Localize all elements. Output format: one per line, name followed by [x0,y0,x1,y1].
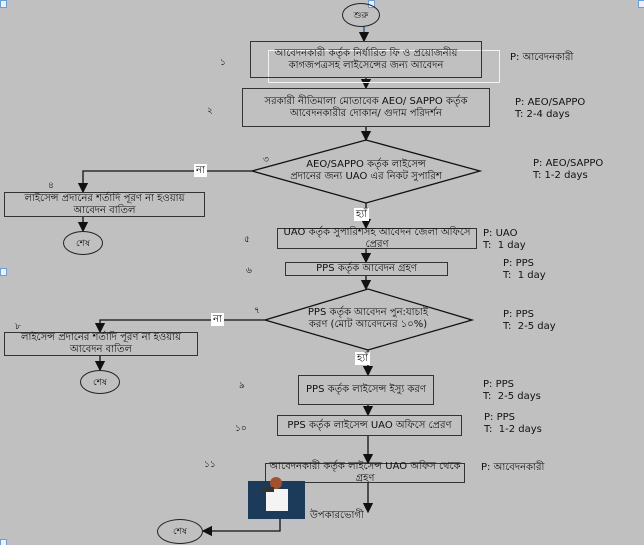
step-7-number: ৭ [254,306,260,316]
step-6-text: PPS কর্তৃক আবেদন গ্রহণ [316,263,417,274]
beneficiary-label: উপকারভোগী [310,510,364,521]
step-9-box: PPS কর্তৃক লাইসেন্স ইস্যু করণ [298,375,434,405]
step-4-text: লাইসেন্স প্রদানের শর্তাদি পূরণ না হওয়ায… [24,192,185,216]
step-11-number: ১১ [204,460,216,470]
end-label: শেষ [93,377,107,388]
step-4-number: ৪ [48,181,54,191]
step-2-number: ২ [207,106,213,116]
selection-handle[interactable] [638,0,644,8]
step-9-text: PPS কর্তৃক লাইসেন্স ইস্যু করণ [306,384,426,395]
step-10-person: P: PPS [484,412,515,423]
step-11-text: আবেদনকারী কর্তৃক লাইসেন্স UAO অফিস থেকে … [269,461,461,484]
step-7-decision: PPS কর্তৃক আবেদন পুন:যাচাই করণ (মোট আবেদ… [298,298,438,340]
step-5-box: UAO কর্তৃক সুপারিশসহ আবেদন জেলা অফিসে প্… [277,226,477,250]
step-1-box: আবেদনকারী কর্তৃক নির্ধারিত ফি ও প্রয়োজন… [250,41,482,78]
selection-handle[interactable] [0,268,7,276]
step-2-time: T: 2-4 days [515,109,570,120]
step-5-number: ৫ [244,235,250,245]
step-5-text: UAO কর্তৃক সুপারিশসহ আবেদন জেলা অফিসে প্… [283,226,471,250]
step-1-meta: P: আবেদনকারী [510,52,573,64]
end-label: শেষ [76,238,90,249]
yes-label: হ্যাঁ [355,352,371,365]
step-6-person: P: PPS [503,258,534,269]
step-10-text: PPS কর্তৃক লাইসেন্স UAO অফিসে প্রেরণ [287,419,452,431]
step-2-box: সরকারী নীতিমালা মোতাবেক AEO/ SAPPO কর্তৃ… [242,88,490,127]
no-label: না [194,164,207,177]
step-3-number: ৩ [263,155,269,165]
step-2-person: P: AEO/SAPPO [515,97,586,108]
step-9-number: ৯ [239,381,245,391]
step-5-person: P: UAO [483,228,518,239]
step-6-time: T: 1 day [503,270,546,281]
yes-label: হ্যাঁ [354,208,370,221]
no-label: না [211,313,224,326]
start-node: শুরু [342,3,380,27]
step-6-box: PPS কর্তৃক আবেদন গ্রহণ [285,262,448,276]
step-5-time: T: 1 day [483,240,526,251]
person-icon [262,477,288,511]
step-3-time: T: 1-2 days [533,170,588,181]
start-label: শুরু [353,10,369,21]
step-11-box: আবেদনকারী কর্তৃক লাইসেন্স UAO অফিস থেকে … [265,461,465,484]
step-9-person: P: PPS [483,379,514,390]
end-node: শেষ [157,519,203,544]
step-1-person: P: আবেদনকারী [510,52,574,63]
step-9-time: T: 2-5 days [483,391,541,402]
step-10-time: T: 1-2 days [484,424,542,435]
end-node: শেষ [63,231,103,255]
step-10-number: ১০ [235,424,247,434]
selection-handle[interactable] [0,0,7,8]
step-8-number: ৮ [15,322,21,332]
step-11-person: P: আবেদনকারী [481,462,545,473]
step-1-number: ১ [220,58,226,68]
step-10-box: PPS কর্তৃক লাইসেন্স UAO অফিসে প্রেরণ [277,415,462,436]
step-7-person: P: PPS [503,309,534,320]
step-11-meta: P: আবেদনকারী [481,462,544,474]
beneficiary-image [248,477,305,519]
step-1-text: আবেদনকারী কর্তৃক নির্ধারিত ফি ও প্রয়োজন… [274,47,458,71]
step-3-person: P: AEO/SAPPO [533,158,604,169]
end-node: শেষ [80,370,120,394]
step-4-box: লাইসেন্স প্রদানের শর্তাদি পূরণ না হওয়ায… [4,192,205,217]
ghost-box [268,50,500,83]
step-2-text: সরকারী নীতিমালা মোতাবেক AEO/ SAPPO কর্তৃ… [264,95,468,119]
selection-handle[interactable] [0,539,7,545]
end-label: শেষ [173,527,187,537]
step-7-text: PPS কর্তৃক আবেদন পুন:যাচাই করণ (মোট আবেদ… [307,307,429,330]
step-7-time: T: 2-5 day [503,321,556,332]
step-6-number: ৬ [246,266,252,276]
step-3-text: AEO/SAPPO কর্তৃক লাইসেন্স প্রদানের জন্য … [290,159,442,182]
step-8-box: লাইসেন্স প্রদানের শর্তাদি পূরণ না হওয়ায… [4,332,198,356]
step-8-text: লাইসেন্স প্রদানের শর্তাদি পূরণ না হওয়ায… [21,332,181,355]
step-3-decision: AEO/SAPPO কর্তৃক লাইসেন্স প্রদানের জন্য … [290,150,442,192]
